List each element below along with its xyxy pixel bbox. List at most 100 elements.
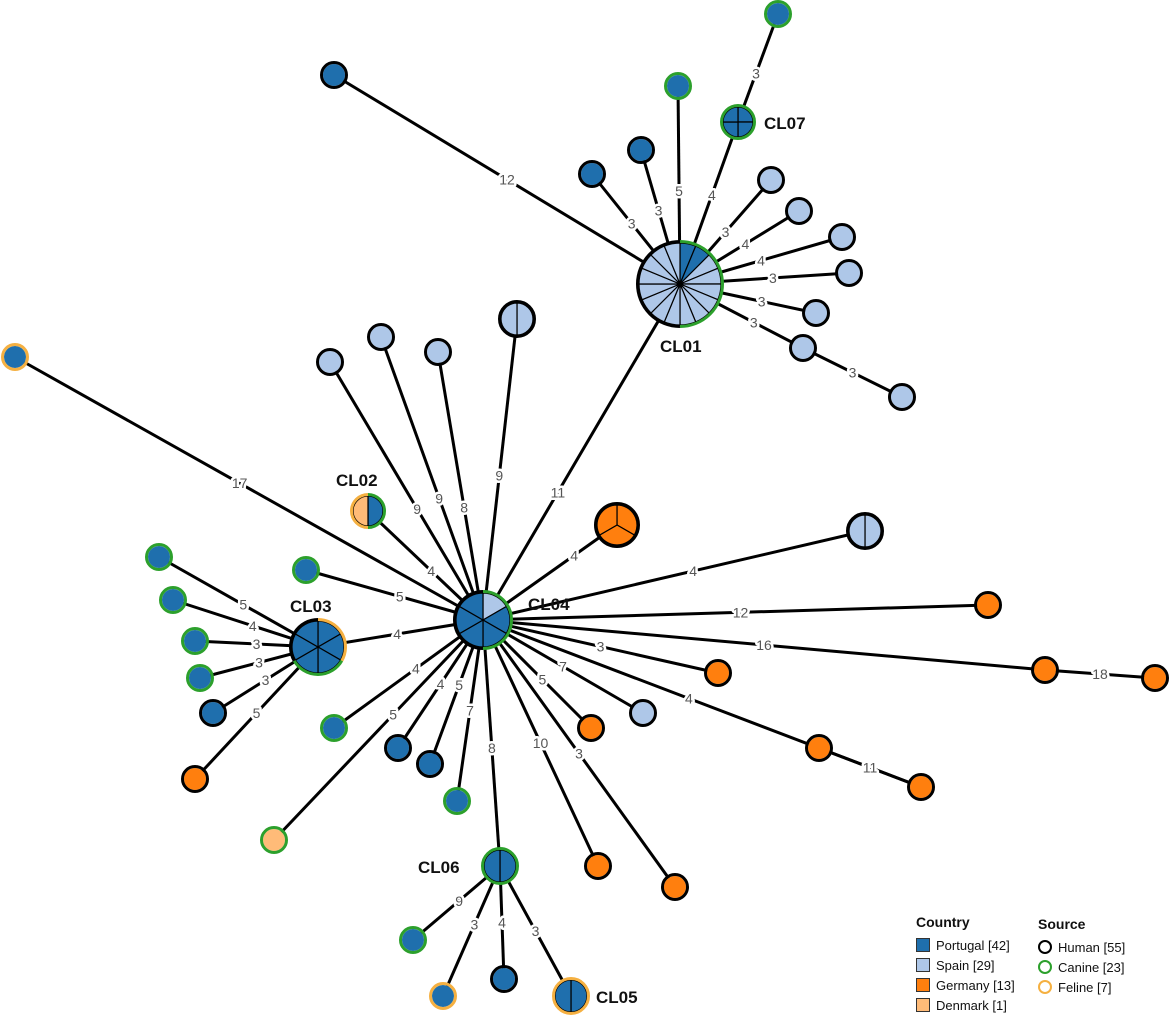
node-source-ring xyxy=(181,765,209,793)
edge-line xyxy=(481,619,600,867)
node-fill xyxy=(319,351,341,373)
cluster-label-cl07: CL07 xyxy=(764,114,806,133)
edge-distance-label: 3 xyxy=(752,65,760,81)
edge-distance-label: 3 xyxy=(750,314,758,330)
canine-ring xyxy=(1038,960,1052,974)
edge-distance-label: 17 xyxy=(232,475,248,491)
edge-line xyxy=(802,346,903,399)
node-source-ring xyxy=(629,699,657,727)
edge-distance-label: 3 xyxy=(758,293,766,309)
node-fill xyxy=(189,667,211,689)
node-fill xyxy=(632,702,654,724)
edge-line xyxy=(305,568,484,622)
edge-distance-label: 5 xyxy=(239,597,247,613)
node-fill xyxy=(792,337,814,359)
node-fill xyxy=(831,226,853,248)
node-source-ring xyxy=(490,965,518,993)
node-fill xyxy=(910,776,932,798)
edge-distance-label: 3 xyxy=(628,216,636,232)
node-source-ring xyxy=(317,618,347,662)
legend-country-title: Country xyxy=(916,914,970,930)
node-fill xyxy=(263,829,285,851)
edge-distance-label: 3 xyxy=(253,636,261,652)
edge-line xyxy=(379,336,485,621)
node-segment xyxy=(367,495,384,527)
node-source-ring xyxy=(316,348,344,376)
node-fill xyxy=(808,737,830,759)
node-source-ring xyxy=(1141,664,1169,692)
cluster-label-cl05: CL05 xyxy=(596,988,638,1007)
legend-item-label: Portugal [42] xyxy=(936,937,1010,953)
node-source-ring xyxy=(453,590,484,650)
node-fill xyxy=(162,589,184,611)
node-fill xyxy=(387,737,409,759)
edge-line xyxy=(481,619,502,867)
legend-item-label: Germany [13] xyxy=(936,977,1015,993)
node-source-ring xyxy=(679,240,724,328)
edge-line xyxy=(436,351,485,621)
node-source-ring xyxy=(578,160,606,188)
node-source-ring xyxy=(145,543,173,571)
node-fill xyxy=(323,64,345,86)
node-source-ring xyxy=(805,734,833,762)
node-fill xyxy=(667,75,689,97)
edge-distance-label: 4 xyxy=(708,187,716,203)
node-source-ring xyxy=(481,847,519,885)
legend-source-title: Source xyxy=(1038,916,1086,932)
edge-distance-label: 4 xyxy=(742,236,750,252)
denmark-swatch xyxy=(916,998,930,1012)
edge-distance-label: 4 xyxy=(757,253,765,269)
edge-distance-label: 7 xyxy=(466,703,474,719)
edge-distance-label: 12 xyxy=(499,172,515,188)
edge-line xyxy=(158,555,319,649)
edge-line xyxy=(328,361,485,621)
legend-item-denmark: Denmark [1] xyxy=(916,995,1015,1015)
edge-distance-label: 8 xyxy=(488,740,496,756)
node-segment xyxy=(722,106,739,123)
node-source-ring xyxy=(399,926,427,954)
node-segment xyxy=(596,504,618,536)
node-source-ring xyxy=(424,338,452,366)
edge-distance-label: 3 xyxy=(597,639,605,655)
node-fill xyxy=(707,662,729,684)
legend-item-label: Human [55] xyxy=(1058,939,1126,955)
node-fill xyxy=(295,559,317,581)
edge-line xyxy=(441,865,502,997)
edge-line xyxy=(455,619,485,802)
node-source-ring xyxy=(764,0,792,28)
edge-distance-label: 5 xyxy=(675,183,683,199)
legend-item-label: Spain [29] xyxy=(936,957,995,973)
edge-distance-label: 18 xyxy=(1092,666,1108,682)
legend-item-feline: Feline [7] xyxy=(1038,977,1125,997)
edge-distance-label: 12 xyxy=(733,604,749,620)
edge-distance-label: 9 xyxy=(413,501,421,517)
legend-item-label: Feline [7] xyxy=(1058,979,1112,995)
edge-distance-label: 5 xyxy=(389,707,397,723)
edge-distance-label: 8 xyxy=(460,499,468,515)
portugal-swatch xyxy=(916,938,930,952)
edge-distance-label: 4 xyxy=(249,618,257,634)
edge-line xyxy=(736,13,780,123)
node-source-ring xyxy=(802,299,830,327)
legend-item-portugal: Portugal [42] xyxy=(916,935,1015,955)
edge-distance-label: 4 xyxy=(427,563,435,579)
node-segment xyxy=(598,524,636,546)
edge-distance-label: 9 xyxy=(495,468,503,484)
edge-distance-label: 5 xyxy=(539,671,547,687)
node-source-ring xyxy=(835,259,863,287)
edge-distance-label: 3 xyxy=(655,202,663,218)
node-source-ring xyxy=(292,556,320,584)
edge-line xyxy=(482,618,1046,672)
node-fill xyxy=(587,855,609,877)
edge-line xyxy=(412,864,501,942)
node-source-ring xyxy=(704,659,732,687)
node-fill xyxy=(977,594,999,616)
node-fill xyxy=(184,630,206,652)
node-fill xyxy=(767,3,789,25)
node-source-ring xyxy=(661,873,689,901)
node-fill xyxy=(446,790,468,812)
edge-line xyxy=(482,618,644,715)
germany-swatch xyxy=(916,978,930,992)
edge-distance-label: 3 xyxy=(575,746,583,762)
